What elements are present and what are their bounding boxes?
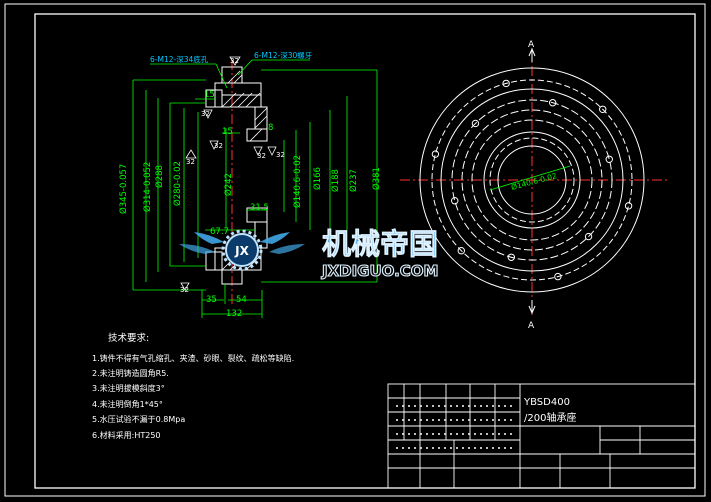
dimension-texts: Ø345-0.057 Ø314-0.052 Ø288 Ø280-0.02 Ø24… <box>118 90 382 319</box>
drawing-title-line2: /200轴承座 <box>524 411 576 424</box>
roughness-32-a: 32 <box>230 57 239 65</box>
roughness-32-e: 32 <box>276 151 285 159</box>
logo-chinese: 机械帝国 <box>322 227 438 261</box>
roughness-32-d: 32 <box>257 152 266 160</box>
dim-132: 132 <box>226 309 242 319</box>
tech-heading: 技术要求: <box>108 332 149 344</box>
dim-d381: Ø381 <box>371 167 382 190</box>
tech-item-1: 1.铸件不得有气孔缩孔、夹渣、砂眼、裂纹、疏松等缺陷. <box>92 353 294 363</box>
roughness-32-g: 32 <box>186 158 195 166</box>
bolt-hole <box>471 119 480 128</box>
dim-54: 54 <box>236 295 247 305</box>
dim-d280: Ø280-0.02 <box>172 161 183 206</box>
tech-item-2: 2.未注明铸造圆角R5. <box>92 368 169 378</box>
bolt-hole <box>457 247 465 255</box>
roughness-32-b: 32 <box>201 110 210 118</box>
bolt-holes <box>431 79 633 281</box>
section-label-a-top: A <box>528 40 535 50</box>
watermark-logo: JX 机械帝国 JXDIGUO.COM <box>179 227 439 281</box>
callout-thread: 6-M12-深30螺牙 <box>254 50 313 60</box>
dim-d237: Ø237 <box>348 169 359 192</box>
dim-15a: 15 <box>204 90 215 100</box>
bolt-hole <box>584 232 593 241</box>
roughness-32-c: 32 <box>214 142 223 150</box>
callout-bottom-hole: 6-M12-深34底孔 <box>150 54 209 64</box>
tech-item-3: 3.未注明拔模斜度3° <box>92 383 165 393</box>
bolt-hole <box>502 79 510 88</box>
tech-item-5: 5.水压试验不漏于0.8Mpa <box>92 414 185 424</box>
bolt-hole <box>549 99 557 107</box>
end-view <box>400 47 668 318</box>
dim-d288: Ø288 <box>154 165 165 188</box>
dim-35: 35 <box>206 295 217 305</box>
logo-badge: JX <box>234 244 249 258</box>
bolt-hole <box>605 155 613 163</box>
section-label-a-bottom: A <box>528 321 535 331</box>
dim-67-7: 67.7 <box>210 227 229 237</box>
dim-d242: Ø242 <box>223 173 234 196</box>
dim-d166: Ø166 <box>312 167 323 190</box>
drawing-title-line1: YBSD400 <box>523 397 570 408</box>
wing-right <box>260 232 290 244</box>
bolt-hole <box>507 253 515 261</box>
roughness-32-f: 32 <box>180 286 189 294</box>
dim-31-5: 31.5 <box>250 203 269 213</box>
dim-d140: Ø140.6-0.02 <box>292 155 303 208</box>
end-view-diameter: Ø140.6-0.02 <box>510 171 558 192</box>
tech-requirements: 技术要求: 1.铸件不得有气孔缩孔、夹渣、砂眼、裂纹、疏松等缺陷. 2.未注明铸… <box>92 332 294 440</box>
wing-left <box>194 232 224 244</box>
bolt-hole <box>599 105 607 113</box>
gear-icon <box>225 233 259 267</box>
logo-url: JXDIGUO.COM <box>321 262 438 280</box>
bolt-hole <box>554 272 562 281</box>
dim-15b: 15 <box>222 127 233 137</box>
outer-frame <box>4 3 706 497</box>
tech-item-6: 6.材料采用:HT250 <box>92 430 161 440</box>
bolt-hole <box>451 197 459 205</box>
dim-d314: Ø314-0.052 <box>142 162 153 212</box>
dim-8: 8 <box>268 123 273 133</box>
callouts: 6-M12-深34底孔 6-M12-深30螺牙 <box>150 50 313 64</box>
title-block <box>387 383 696 489</box>
dim-d188: Ø188 <box>330 169 341 192</box>
inner-frame <box>34 13 696 489</box>
tech-item-4: 4.未注明倒角1*45° <box>92 399 163 409</box>
bolt-hole <box>624 202 633 210</box>
dim-d345: Ø345-0.057 <box>118 164 129 214</box>
bolt-hole <box>431 150 440 158</box>
roughness-values: 32 32 32 32 32 32 32 <box>180 57 285 294</box>
